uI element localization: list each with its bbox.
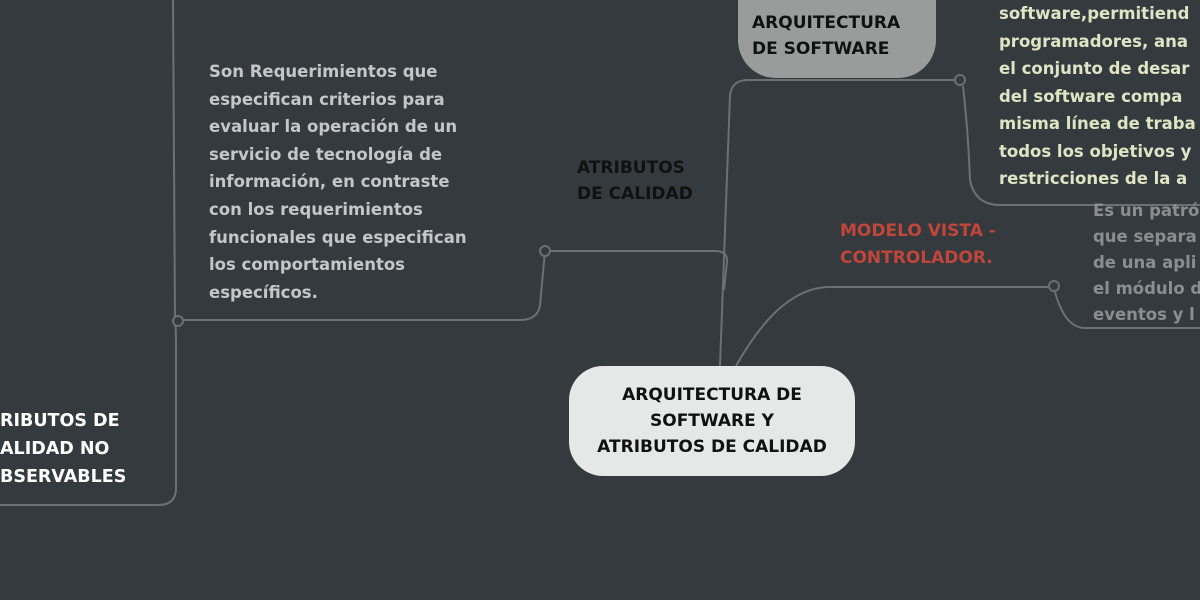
- topic-atributos-de-calidad[interactable]: ATRIBUTOS DE CALIDAD: [577, 158, 693, 204]
- topic-modelo-vista-controlador[interactable]: MODELO VISTA - CONTROLADOR.: [840, 221, 996, 268]
- topic-arquitectura-de-software[interactable]: ARQUITECTURA DE SOFTWARE: [738, 0, 936, 78]
- central-topic[interactable]: ARQUITECTURA DE SOFTWARE Y ATRIBUTOS DE …: [569, 366, 855, 476]
- mvc-description[interactable]: Es un patrón que separa de una apli el m…: [1093, 201, 1200, 324]
- atributos-description[interactable]: Son Requerimientos que especifican crite…: [209, 62, 467, 302]
- topic-atributos-no-observables[interactable]: RIBUTOS DE ALIDAD NO BSERVABLES: [0, 411, 127, 487]
- arquitectura-description[interactable]: software,permitiend programadores, ana e…: [999, 4, 1196, 188]
